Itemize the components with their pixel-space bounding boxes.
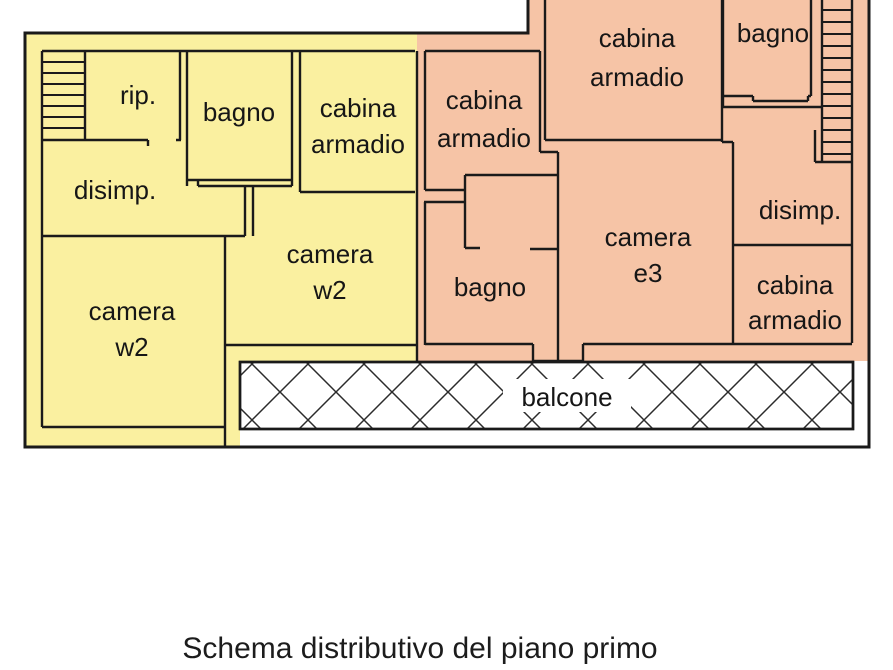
room-label-cabina-armadio-top-line1: cabina (599, 23, 676, 53)
apartment-west-area (25, 33, 417, 447)
room-label-cabina-armadio-top-line2: armadio (590, 62, 684, 92)
plan-caption: Schema distributivo del piano primo (182, 632, 657, 665)
apartment-east-area (417, 0, 869, 361)
stairs-east-treads (822, 9, 852, 155)
room-label-cabina-armadio-upper-line1: cabina (446, 85, 523, 115)
balcone-label-plate (503, 379, 631, 412)
stairs-west (42, 61, 85, 129)
balcone-area: balcone (238, 360, 855, 431)
room-label-camera-w2-lower-line2: w2 (114, 332, 148, 362)
room-label-rip: rip. (120, 80, 156, 110)
room-label-cabina-armadio-west-line2: armadio (311, 129, 405, 159)
stairs-east (822, 9, 852, 155)
room-label-bagno-west: bagno (203, 97, 275, 127)
room-label-camera-w2-upper-line2: w2 (312, 275, 346, 305)
room-label-balcone: balcone (521, 382, 612, 412)
room-label-disimp-east: disimp. (759, 195, 841, 225)
room-label-cabina-armadio-lower-line2: armadio (748, 305, 842, 335)
walls-east (423, 0, 854, 363)
room-label-camera-e3-line1: camera (605, 222, 692, 252)
labels-east: cabina armadio cabina armadio bagno bagn… (437, 18, 842, 335)
room-label-disimp-west: disimp. (74, 175, 156, 205)
room-label-cabina-armadio-upper-line2: armadio (437, 123, 531, 153)
room-label-bagno-top-east: bagno (737, 18, 809, 48)
room-label-camera-e3-line2: e3 (634, 258, 663, 288)
room-label-bagno-east: bagno (454, 272, 526, 302)
labels-west: rip. bagno cabina armadio disimp. camera… (74, 80, 405, 362)
room-label-camera-w2-lower-line1: camera (89, 296, 176, 326)
room-label-cabina-armadio-west-line1: cabina (320, 93, 397, 123)
stairs-west-treads (42, 61, 85, 129)
outer-border (23, 0, 871, 449)
room-label-cabina-armadio-lower-line1: cabina (757, 270, 834, 300)
room-label-camera-w2-upper-line1: camera (287, 239, 374, 269)
